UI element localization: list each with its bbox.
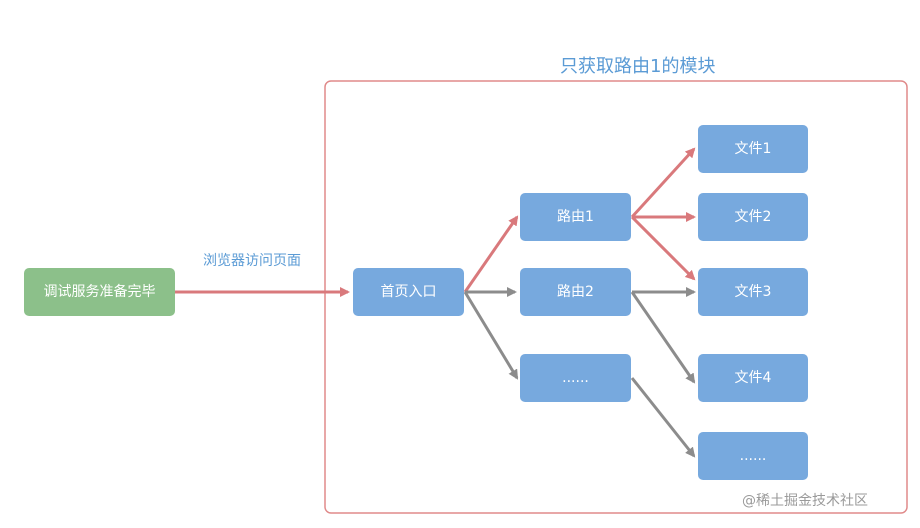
node-file1-label: 文件1 (735, 141, 772, 157)
node-route2 (520, 268, 631, 316)
region-title: 只获取路由1的模块 (560, 56, 715, 77)
node-file2 (698, 193, 808, 241)
node-route-more-label: ...... (562, 370, 589, 386)
node-home (353, 268, 464, 316)
node-file3-label: 文件3 (735, 284, 772, 300)
node-route-more (520, 354, 631, 402)
node-file-more-label: ...... (740, 448, 767, 464)
edge-route2-file4 (630, 291, 696, 384)
node-route1-label: 路由1 (557, 209, 594, 225)
node-file4 (698, 354, 808, 402)
node-route1 (520, 193, 631, 241)
edge-route1-file3 (630, 215, 696, 281)
route1-scope-box (324, 80, 908, 514)
node-file4-label: 文件4 (735, 370, 772, 386)
node-start (24, 268, 175, 316)
node-start-label: 调试服务准备完毕 (44, 283, 156, 300)
edge-home-more (463, 291, 519, 380)
edge-more-filemore (630, 377, 696, 458)
node-route2-label: 路由2 (557, 284, 594, 300)
node-file1 (698, 125, 808, 173)
node-file3 (698, 268, 808, 316)
node-file2-label: 文件2 (735, 209, 772, 225)
watermark-text: @稀土掘金技术社区 (742, 493, 868, 509)
edge-route1-file1 (630, 147, 696, 219)
edge-home-route1 (463, 215, 519, 293)
node-home-label: 首页入口 (381, 284, 437, 300)
edge-label-browser-visit: 浏览器访问页面 (203, 253, 301, 269)
node-file-more (698, 432, 808, 480)
